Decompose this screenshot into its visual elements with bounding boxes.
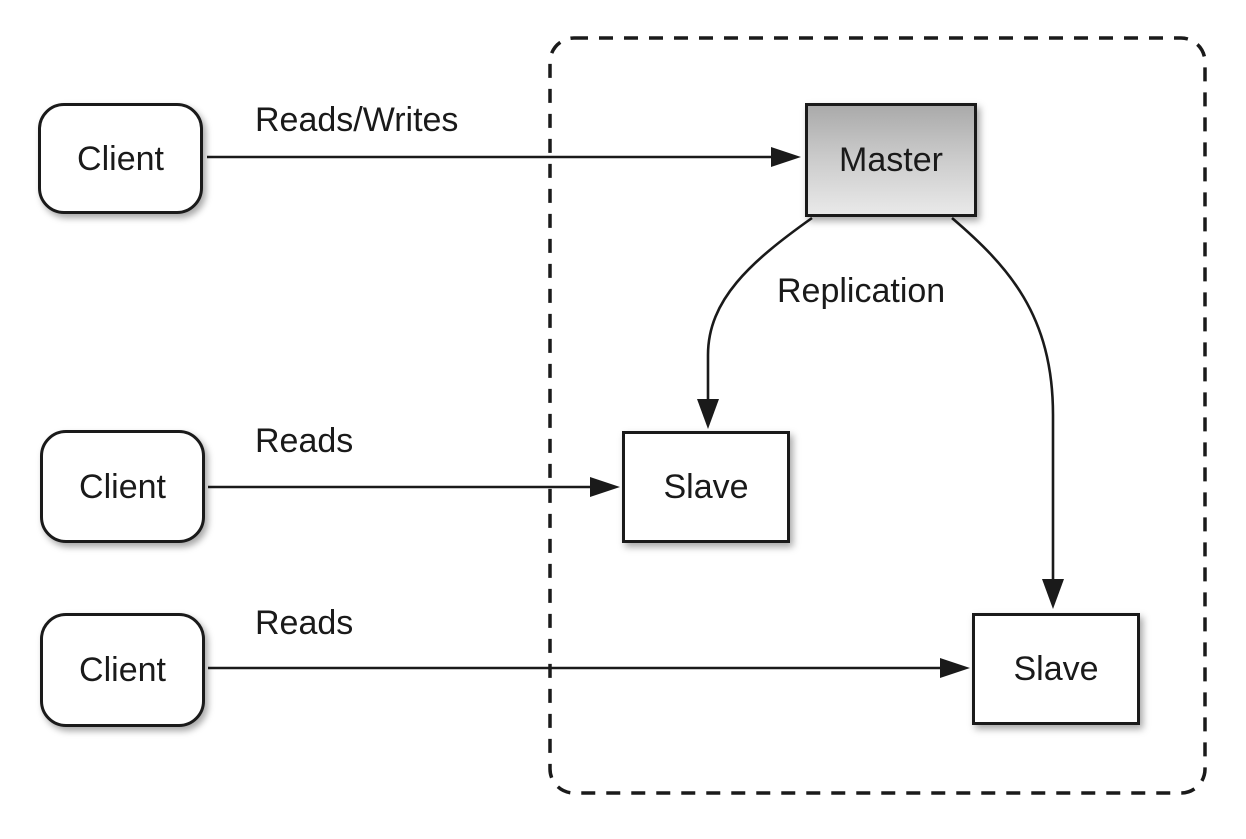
node-slave-1-label: Slave — [663, 468, 749, 506]
edge-client1-master-arrowhead-icon — [771, 147, 801, 167]
replication-boundary-dashed-rect — [548, 36, 1207, 795]
edge-master-slave1-arrowhead-icon — [697, 399, 719, 429]
edge-label-reads-writes: Reads/Writes — [255, 101, 459, 139]
edge-client3-slave2-arrowhead-icon — [940, 658, 970, 678]
node-client-1: Client — [38, 103, 203, 214]
node-master: Master — [805, 103, 977, 217]
edge-master-slave1-curve — [706, 216, 813, 401]
node-client-3: Client — [40, 613, 205, 727]
node-client-2: Client — [40, 430, 205, 543]
node-client-1-label: Client — [77, 139, 164, 178]
edge-label-reads-2: Reads — [255, 604, 354, 642]
edge-master-slave2-arrowhead-icon — [1042, 579, 1064, 609]
edge-client2-slave1-arrowhead-icon — [590, 477, 620, 497]
edge-label-replication: Replication — [777, 272, 946, 310]
edge-master-slave2-curve — [951, 217, 1055, 581]
node-master-label: Master — [839, 141, 943, 179]
node-slave-1: Slave — [622, 431, 790, 543]
edge-label-reads-1: Reads — [255, 422, 354, 460]
node-slave-2-label: Slave — [1013, 650, 1099, 688]
node-slave-2: Slave — [972, 613, 1140, 725]
node-client-3-label: Client — [79, 651, 166, 689]
node-client-2-label: Client — [79, 467, 166, 506]
